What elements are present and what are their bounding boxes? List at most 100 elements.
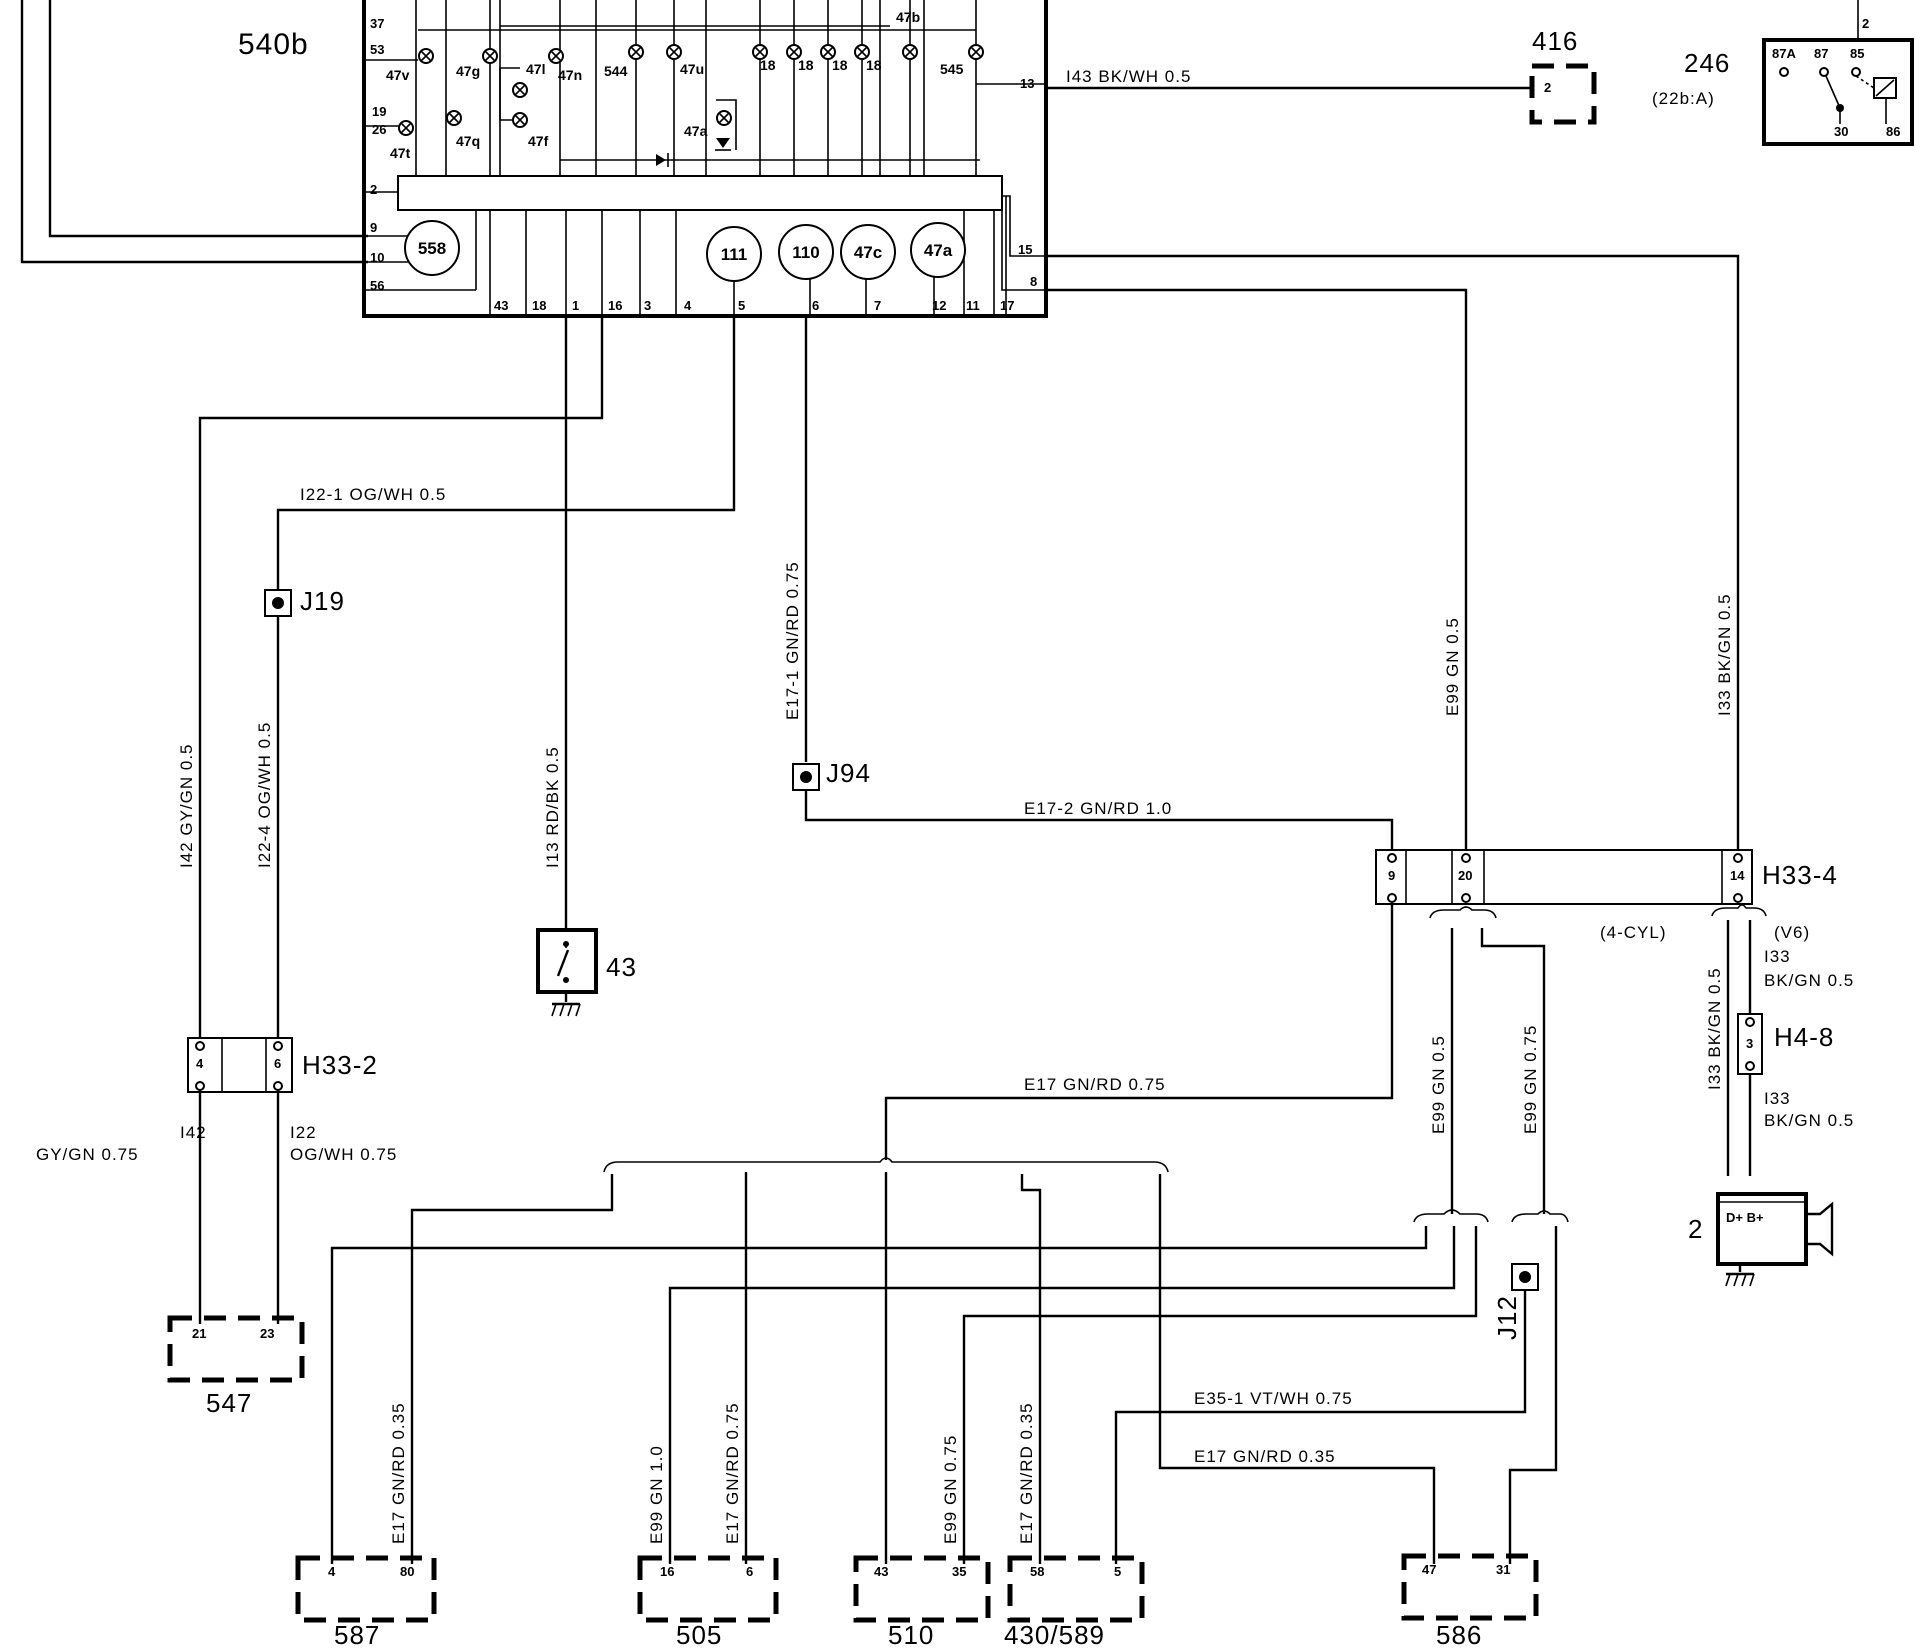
relay-pin-85: 85 bbox=[1850, 46, 1864, 61]
svg-text:6: 6 bbox=[746, 1564, 753, 1579]
relay-switch-icon bbox=[1779, 67, 1897, 124]
svg-text:510: 510 bbox=[888, 1620, 934, 1648]
wire-label-i22-4: I22-4 OG/WH 0.5 bbox=[255, 722, 274, 868]
wire-label-i42: I42 GY/GN 0.5 bbox=[177, 744, 196, 869]
wire-label-e17-035: E17 GN/RD 0.35 bbox=[1194, 1447, 1336, 1466]
wire-label-e17-1: E17-1 GN/RD 0.75 bbox=[783, 561, 802, 720]
svg-text:47c: 47c bbox=[854, 243, 882, 262]
svg-text:4: 4 bbox=[196, 1056, 204, 1071]
bulb-label-544: 544 bbox=[604, 63, 628, 79]
bulb-label-47t: 47t bbox=[390, 145, 411, 161]
wire-label-e99-l: E99 GN 0.5 bbox=[1429, 1035, 1448, 1134]
pin-37: 37 bbox=[370, 16, 384, 31]
junction-j12: J12 bbox=[1492, 1263, 1539, 1340]
relay-pin-87: 87 bbox=[1814, 46, 1828, 61]
diode-icon bbox=[656, 153, 669, 167]
cluster-bus-bar bbox=[397, 175, 1003, 211]
wire-label-e99-510: E99 GN 0.75 bbox=[941, 1435, 960, 1544]
wire-label-i13: I13 RD/BK 0.5 bbox=[543, 746, 562, 868]
wire-label-i33-v6-b1: I33 bbox=[1764, 1089, 1791, 1108]
bulb-label-545: 545 bbox=[940, 61, 964, 77]
wire-label-e99-top: E99 GN 0.5 bbox=[1443, 617, 1462, 716]
wiring-e99-branches: E99 GN 0.5 E99 GN 0.75 J12 E35-1 VT/WH 0… bbox=[330, 906, 1569, 1564]
bulb-label-47u: 47u bbox=[680, 61, 704, 77]
pin-26: 26 bbox=[372, 122, 386, 137]
svg-text:111: 111 bbox=[721, 245, 748, 264]
wiring-e99-i33-top: E99 GN 0.5 I33 BK/GN 0.5 bbox=[1046, 254, 1740, 858]
svg-text:47a: 47a bbox=[924, 241, 953, 260]
relay-pin-87a: 87A bbox=[1772, 46, 1796, 61]
svg-text:80: 80 bbox=[400, 1564, 414, 1579]
pin-13: 13 bbox=[1020, 76, 1034, 91]
relay-pin-2: 2 bbox=[1862, 16, 1869, 31]
connector-510: 43 35 510 bbox=[853, 1555, 991, 1648]
bulb-icon bbox=[968, 44, 984, 60]
svg-text:558: 558 bbox=[418, 239, 446, 258]
pin-11: 11 bbox=[966, 298, 980, 313]
wire-label-e99-r: E99 GN 0.75 bbox=[1521, 1025, 1540, 1134]
pin-2: 2 bbox=[370, 182, 377, 197]
svg-text:586: 586 bbox=[1436, 1620, 1482, 1648]
bulb-icon bbox=[752, 44, 768, 60]
wire-label-e17-430: E17 GN/RD 0.35 bbox=[1017, 1402, 1036, 1544]
bulb-icon bbox=[548, 48, 564, 64]
label-540b: 540b bbox=[238, 28, 309, 61]
bulb-label-18a: 18 bbox=[760, 57, 776, 73]
svg-text:110: 110 bbox=[792, 243, 819, 262]
svg-text:23: 23 bbox=[260, 1326, 274, 1341]
connector-547: 21 23 547 bbox=[167, 1315, 305, 1418]
gauge-47c: 47c bbox=[840, 224, 896, 280]
wire-label-e35-1: E35-1 VT/WH 0.75 bbox=[1194, 1389, 1353, 1408]
pin-4: 4 bbox=[684, 298, 692, 313]
pin-416-2: 2 bbox=[1544, 80, 1551, 95]
svg-text:H33-2: H33-2 bbox=[302, 1050, 378, 1080]
bulb-icon bbox=[512, 112, 528, 128]
component-246: 246 (22b:A) 2 87A 87 85 30 86 bbox=[1652, 0, 1914, 146]
connector-h33-2: 4 6 H33-2 bbox=[187, 1037, 378, 1093]
svg-text:H33-4: H33-4 bbox=[1762, 860, 1838, 890]
svg-text:3: 3 bbox=[1746, 1036, 1753, 1051]
pin-56: 56 bbox=[370, 278, 384, 293]
bulb-label-47l: 47l bbox=[526, 61, 545, 77]
wire-label-i42-b2: GY/GN 0.75 bbox=[36, 1145, 139, 1164]
svg-text:547: 547 bbox=[206, 1388, 252, 1418]
connector-586: 47 31 586 bbox=[1401, 1553, 1539, 1648]
pin-3: 3 bbox=[644, 298, 651, 313]
pin-53: 53 bbox=[370, 42, 384, 57]
svg-text:20: 20 bbox=[1458, 868, 1472, 883]
wire-label-i33-vert: I33 BK/GN 0.5 bbox=[1705, 967, 1724, 1090]
svg-text:47: 47 bbox=[1422, 1562, 1436, 1577]
svg-text:14: 14 bbox=[1730, 868, 1745, 883]
connector-505: 16 6 505 bbox=[637, 1555, 779, 1648]
pin-7: 7 bbox=[874, 298, 881, 313]
pin-19: 19 bbox=[372, 104, 386, 119]
component-43: I13 RD/BK 0.5 43 bbox=[536, 316, 636, 1017]
junction-j19: J19 bbox=[264, 586, 344, 617]
bulb-label-47g: 47g bbox=[456, 63, 480, 79]
pin-9: 9 bbox=[370, 220, 377, 235]
wire-label-i22-b1: I22 bbox=[290, 1123, 317, 1142]
wire-label-i22-b2: OG/WH 0.75 bbox=[290, 1145, 397, 1164]
pin-15: 15 bbox=[1018, 242, 1032, 257]
svg-text:31: 31 bbox=[1496, 1562, 1510, 1577]
wire-label-i33-v6-b2: BK/GN 0.5 bbox=[1764, 1111, 1854, 1130]
gauge-558: 558 bbox=[404, 220, 460, 276]
component-540b: 540b bbox=[20, 0, 1048, 318]
bulb-icon bbox=[398, 120, 414, 136]
pin-18: 18 bbox=[532, 298, 546, 313]
bulb-label-47f: 47f bbox=[528, 133, 549, 149]
bulb-icon bbox=[786, 44, 802, 60]
wire-label-e17-587: E17 GN/RD 0.35 bbox=[389, 1402, 408, 1544]
gauge-111: 111 bbox=[706, 226, 762, 282]
bulb-icon bbox=[418, 48, 434, 64]
wire-label-e99-505: E99 GN 1.0 bbox=[647, 1445, 666, 1544]
svg-text:21: 21 bbox=[192, 1326, 206, 1341]
svg-text:J94: J94 bbox=[826, 758, 871, 788]
connector-430-589: 58 5 430/589 bbox=[1004, 1555, 1145, 1648]
relay-pin-86: 86 bbox=[1886, 124, 1900, 139]
bulb-icon bbox=[902, 44, 918, 60]
cluster-bulbs bbox=[398, 44, 984, 167]
wire-label-i33-top: I33 BK/GN 0.5 bbox=[1715, 593, 1734, 716]
connector-h33-4: 9 20 14 H33-4 bbox=[1375, 849, 1838, 905]
diode-icon bbox=[715, 138, 731, 151]
